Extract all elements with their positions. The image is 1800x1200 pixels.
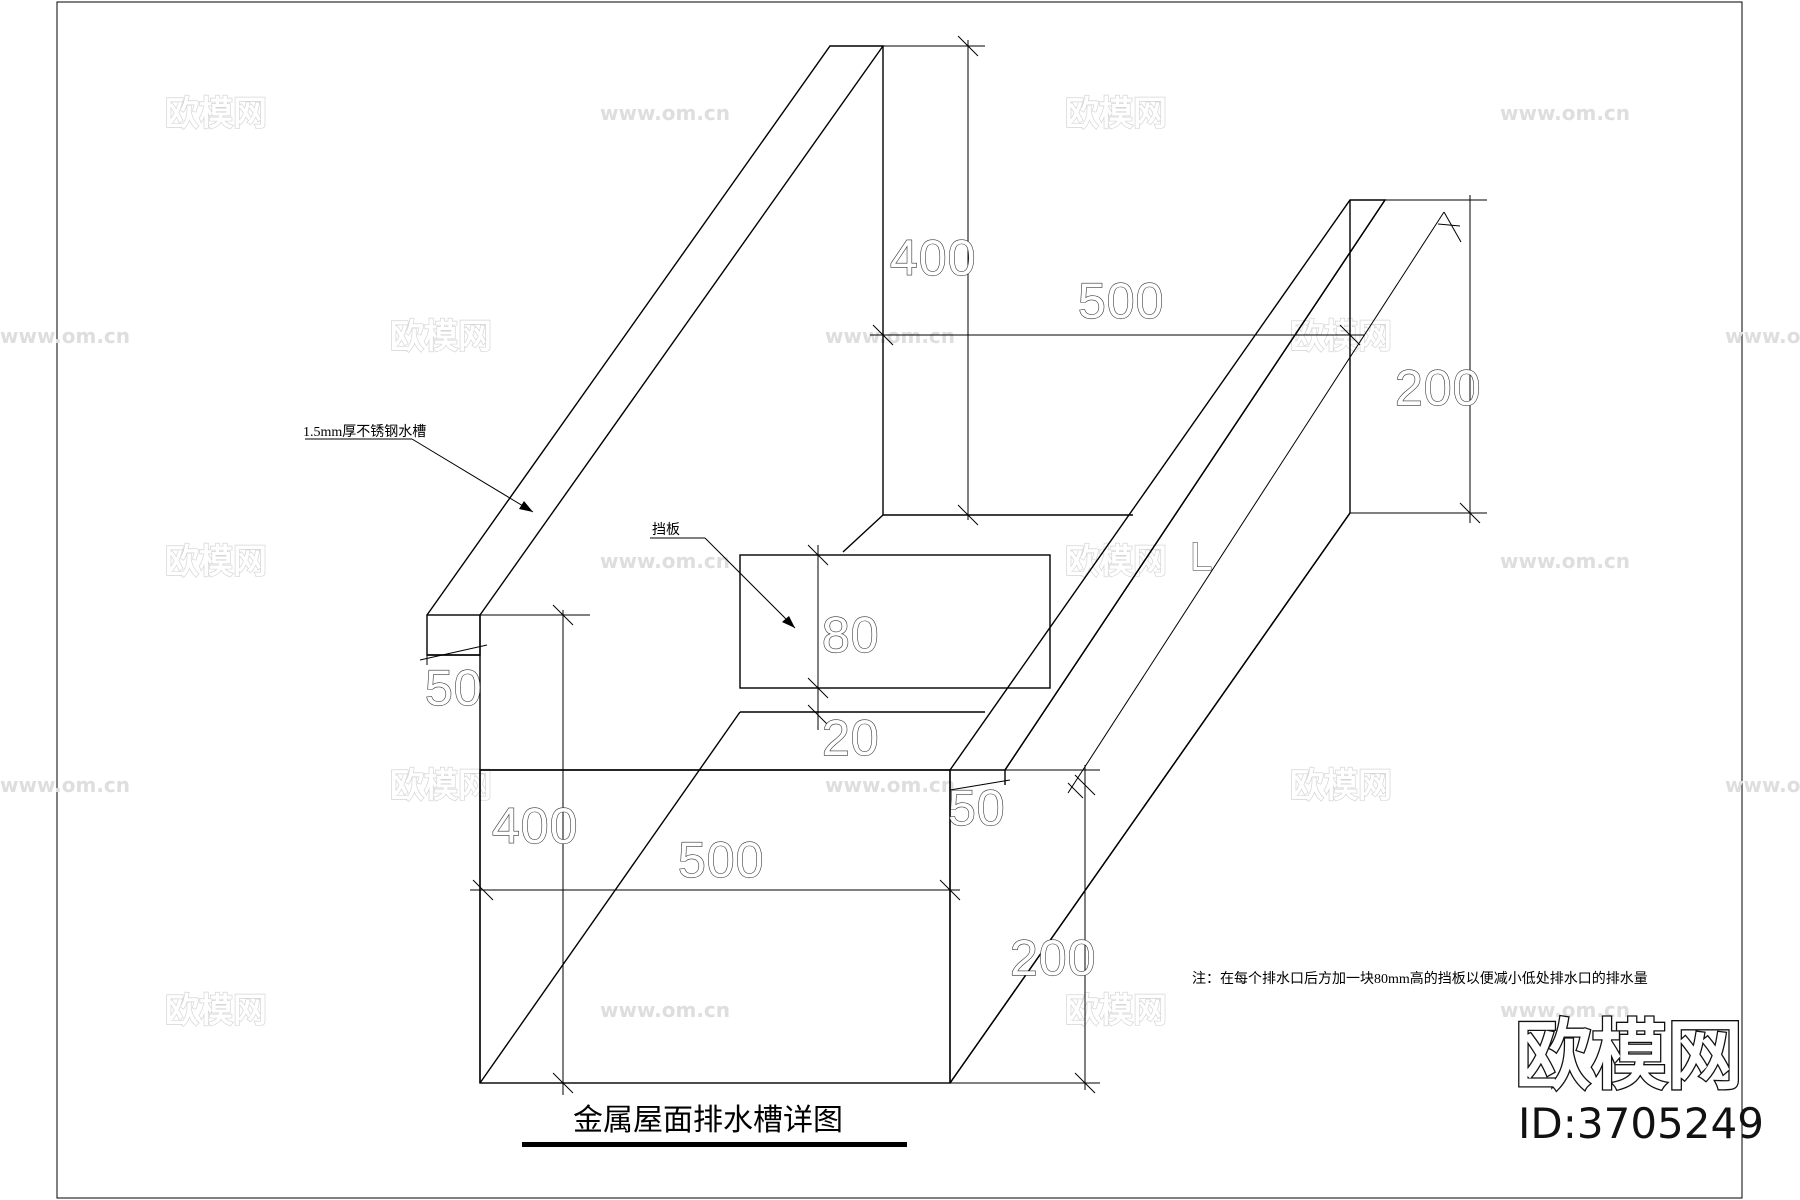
watermark-brand: 欧模网 [1290,317,1392,357]
dim-right-lip: 50 [948,780,1006,836]
watermark-url: www.om.cn [825,324,955,348]
title-underline [522,1142,907,1147]
dim-tick [1074,1072,1096,1094]
drawing-frame [56,1,1743,1199]
gutter-geometry [426,45,1387,1084]
watermark-url: www.om.cn [825,773,955,797]
floor-diagonal [479,711,741,1084]
watermark-url: www.om.cn [1500,549,1630,573]
dim-right-depth: 200 [1395,360,1481,416]
dim-tick [807,677,829,699]
watermark-brand: 欧模网 [390,766,492,806]
dim-line-right-50 [949,779,1011,791]
dimension-lines [419,35,1487,1095]
material-leader-line [411,438,534,513]
dim-tick [552,1072,574,1094]
drawing-title: 金属屋面排水槽详图 [573,1104,843,1137]
watermark-url: www.om.cn [1725,773,1800,797]
dim-tick [1443,211,1462,243]
watermark-brand: 欧模网 [165,542,267,582]
dim-tick [939,879,961,901]
watermark-layer: 欧模网 www.om.cn 欧模网 www.om.cn www.om.cn 欧模… [0,93,1800,1031]
watermark-brand: 欧模网 [1065,542,1167,582]
back-panel-floor-diagonal [842,514,884,553]
dim-tick [1437,223,1461,227]
dim-lower-width: 500 [678,832,764,888]
watermark-brand: 欧模网 [165,991,267,1031]
watermark-url: www.om.cn [600,549,730,573]
watermark-brand: 欧模网 [1065,94,1167,134]
dim-line-left-50 [419,644,488,661]
baffle-leader-line [704,537,796,629]
right-lip-rail [949,199,1387,771]
watermark-brand: 欧模网 [1065,991,1167,1031]
watermark-brand: 欧模网 [165,94,267,134]
dim-tick [957,504,979,526]
dim-line-depth-diagonal [1067,211,1445,794]
watermark-url: www.om.cn [1500,101,1630,125]
dim-tick [1459,502,1481,524]
dim-upper-height: 400 [890,230,976,286]
dim-baffle-height: 80 [822,607,880,663]
dim-tick [1067,782,1084,799]
brand-logo: 欧模网 [1515,1011,1743,1100]
baffle-label: 挡板 [652,522,680,538]
dim-tick [957,35,979,57]
drawing-note: 注：在每个排水口后方加一块80mm高的挡板以便减小低处排水口的排水量 [1192,970,1648,987]
dim-tick [472,879,494,901]
dim-tick [552,604,574,626]
section-mark: L [1190,535,1213,579]
dim-lower-height: 400 [492,798,578,854]
brand-id: ID:3705249 [1518,1099,1764,1148]
left-lip-end-face [426,614,481,656]
material-label: 1.5mm厚不锈钢水槽 [303,424,426,440]
material-leader-arrow [519,501,533,512]
watermark-url: www.om.cn [1500,998,1630,1022]
watermark-url: www.om.cn [0,773,130,797]
dim-baffle-gap: 20 [822,710,880,766]
dim-lower-depth: 200 [1010,930,1096,986]
watermark-brand: 欧模网 [1290,766,1392,806]
dim-left-lip: 50 [425,660,483,716]
watermark-url: www.om.cn [600,998,730,1022]
dim-tick [807,704,829,726]
dim-tick [807,544,829,566]
baffle-plate [739,554,1051,689]
dim-tick [1074,774,1096,796]
watermark-url: www.om.cn [600,101,730,125]
watermark-url: www.om.cn [1725,324,1800,348]
left-lip-rail [426,45,885,616]
watermark-url: www.om.cn [0,324,130,348]
dim-upper-width: 500 [1078,273,1164,329]
watermark-brand: 欧模网 [390,317,492,357]
right-rail-inner-line [1004,199,1386,771]
dim-tick [1339,324,1361,346]
baffle-leader-arrow [782,616,795,628]
right-panel-lower-diagonal [949,512,1351,1084]
dim-tick [872,324,894,346]
